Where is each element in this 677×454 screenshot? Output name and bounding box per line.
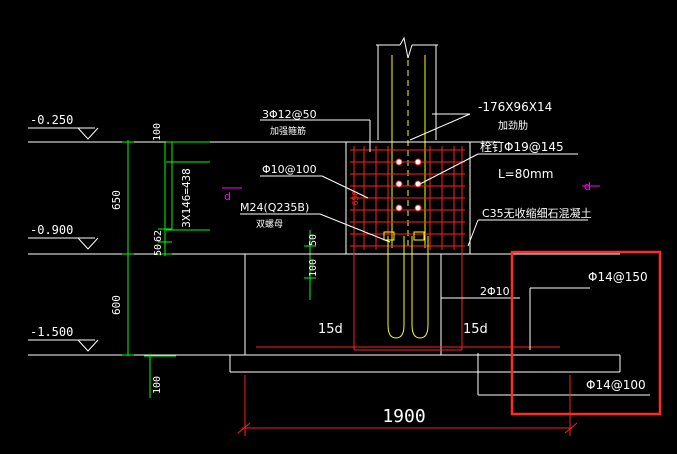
label-rebar-top-sub: 加强箍筋 — [270, 125, 306, 137]
label-stirrup: Φ10@100 — [262, 163, 317, 176]
label-15d-right: 15d — [463, 322, 488, 337]
label-bars-2: 2Φ10 — [480, 285, 510, 298]
elevation-marker-3 — [28, 339, 230, 356]
label-bolt-sub: 双螺母 — [256, 219, 283, 230]
elevation-label-3: -1.500 — [30, 325, 73, 339]
dim-3x146: 3X146=438 — [180, 168, 193, 228]
column-break-symbol — [376, 36, 438, 140]
pedestal-rebar-grid — [256, 146, 560, 351]
anchor-bolts — [383, 231, 429, 339]
label-stiffener-sub: 加劲肋 — [498, 119, 528, 132]
label-rebar-top: 3Φ12@50 — [262, 108, 317, 121]
label-15d-left: 15d — [318, 322, 343, 337]
dim-62: 62 — [153, 230, 164, 242]
dim-50: 50 — [153, 244, 164, 256]
label-stud: 栓钉Φ19@145 — [480, 139, 564, 154]
elevation-label-1: -0.250 — [30, 113, 73, 127]
dim-1900: 1900 — [382, 406, 425, 427]
pedestal-outline — [229, 141, 621, 373]
vertical-dimension-chain — [122, 140, 316, 398]
leader-lines — [240, 113, 650, 396]
section-mark-left: d — [224, 190, 231, 203]
label-foot-top: Φ14@150 — [588, 270, 648, 284]
dim-650: 650 — [110, 190, 123, 210]
stud-bolts — [395, 158, 422, 212]
dim-100-mid: 100 — [308, 259, 319, 277]
dim-50b: 50 — [308, 234, 319, 246]
label-foot-bottom: Φ14@100 — [586, 378, 646, 392]
label-stiffener: -176X96X14 — [478, 100, 552, 114]
dim-600: 600 — [110, 295, 123, 315]
label-grout: C35无收缩细石混凝土 — [482, 206, 592, 220]
elevation-marker-2 — [28, 237, 245, 255]
label-bolt: M24(Q235B) — [240, 201, 309, 214]
steel-column — [391, 55, 426, 248]
dim-100-low: 100 — [152, 376, 163, 394]
bottom-dimension — [237, 375, 578, 436]
label-stud-length: L=80mm — [498, 167, 553, 181]
elevation-marker-1 — [28, 127, 500, 143]
dim-100-top: 100 — [152, 123, 163, 141]
elevation-label-2: -0.900 — [30, 223, 73, 237]
highlight-box — [510, 250, 662, 416]
